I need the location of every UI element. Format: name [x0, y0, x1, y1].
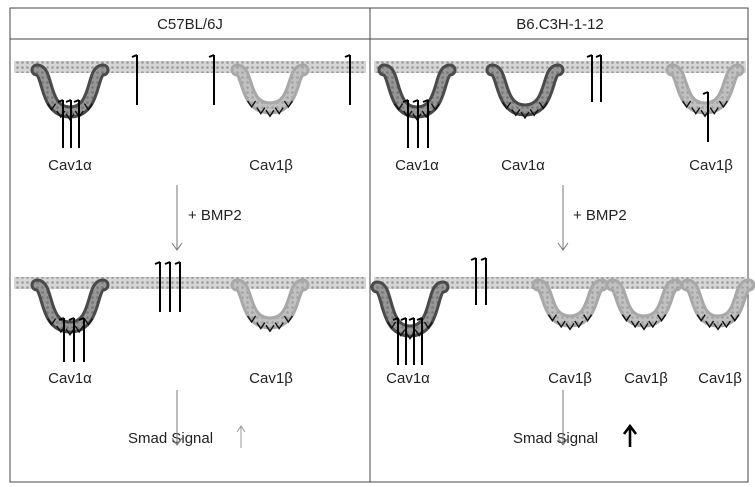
- treatment-label: + BMP2: [188, 207, 242, 224]
- membranes: [14, 61, 746, 289]
- caveola-cav1-alpha: [37, 285, 103, 335]
- label-cav1-beta: Cav1β: [249, 370, 293, 387]
- label-cav1-alpha: Cav1α: [386, 370, 430, 387]
- label-cav1-alpha: Cav1α: [48, 157, 92, 174]
- caveolae: [37, 70, 749, 339]
- caveola-cav1-beta: [237, 285, 303, 331]
- label-cav1-beta: Cav1β: [698, 370, 742, 387]
- label-cav1-beta: Cav1β: [624, 370, 668, 387]
- flow-arrow: [558, 185, 568, 250]
- panel-header-congenic: B6.C3H-1-12: [516, 16, 604, 33]
- membrane-bilayer: [14, 61, 366, 73]
- panel-header-wildtype: C57BL/6J: [157, 16, 223, 33]
- label-cav1-beta: Cav1β: [548, 370, 592, 387]
- smad-signal-label: Smad Signal: [513, 430, 598, 447]
- label-cav1-alpha: Cav1α: [501, 157, 545, 174]
- signal-up-arrow-strong: [624, 426, 636, 447]
- smad-signal-label: Smad Signal: [128, 430, 213, 447]
- label-cav1-beta: Cav1β: [689, 157, 733, 174]
- flow-arrow: [172, 185, 182, 250]
- caveola-cav1-beta: [538, 285, 602, 329]
- caveola-cav1-beta: [687, 285, 749, 329]
- membrane-bilayer: [14, 277, 366, 289]
- label-cav1-beta: Cav1β: [249, 157, 293, 174]
- caveola-cav1-alpha: [492, 70, 558, 118]
- bmp-receptor: [703, 92, 708, 142]
- signal-up-arrow-weak: [237, 426, 245, 448]
- caveola-cav1-beta: [612, 285, 676, 329]
- label-cav1-alpha: Cav1α: [48, 370, 92, 387]
- caveola-cav1-alpha: [377, 287, 443, 339]
- caveola-cav1-beta: [237, 70, 303, 116]
- treatment-label: + BMP2: [573, 207, 627, 224]
- panel-frame: [10, 8, 748, 482]
- label-cav1-alpha: Cav1α: [395, 157, 439, 174]
